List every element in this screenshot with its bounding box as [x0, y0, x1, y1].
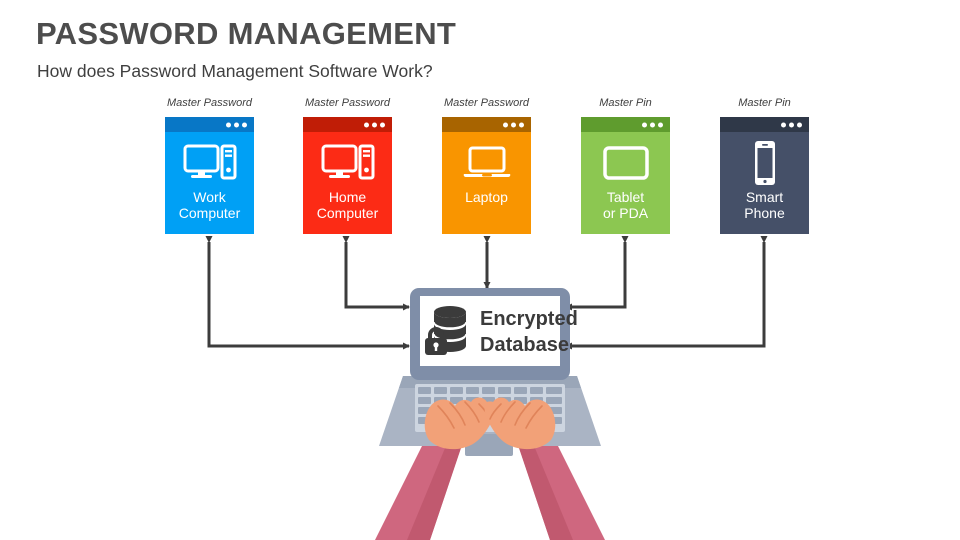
- device-caption: Master Password: [167, 97, 252, 109]
- page-title: PASSWORD MANAGEMENT: [36, 16, 457, 51]
- device-caption: Master Password: [305, 97, 390, 109]
- window-dots-icon: [226, 122, 247, 127]
- device-label: Tablet or PDA: [602, 189, 649, 221]
- desktop-computer-icon: [321, 141, 375, 185]
- device-card-frame: Smart Phone: [720, 117, 809, 234]
- card-titlebar: [303, 117, 392, 132]
- screen-text-line1: Encrypted: [480, 308, 578, 330]
- card-body: Laptop: [442, 132, 531, 234]
- device-card-home-computer[interactable]: Master Password: [303, 97, 392, 234]
- card-body: Tablet or PDA: [581, 132, 670, 234]
- window-dots-icon: [642, 122, 663, 127]
- device-card-work-computer[interactable]: Master Password: [165, 97, 254, 234]
- device-card-laptop[interactable]: Master Password Laptop: [442, 97, 531, 234]
- device-label: Smart Phone: [744, 189, 785, 221]
- window-dots-icon: [503, 122, 524, 127]
- device-card-frame: Laptop: [442, 117, 531, 234]
- device-label: Home Computer: [316, 189, 379, 221]
- laptop-icon: [462, 141, 512, 185]
- device-card-smart-phone[interactable]: Master Pin Smart Phone: [720, 97, 809, 234]
- device-card-tablet[interactable]: Master Pin Tablet or PDA: [581, 97, 670, 234]
- card-titlebar: [442, 117, 531, 132]
- laptop-with-hands-illustration: Encrypted Database: [375, 288, 605, 540]
- device-caption: Master Password: [444, 97, 529, 109]
- screen-text-line2: Database: [480, 334, 569, 356]
- window-dots-icon: [364, 122, 385, 127]
- card-body: Work Computer: [165, 132, 254, 234]
- hands-illustration: [424, 397, 556, 450]
- card-titlebar: [165, 117, 254, 132]
- device-card-frame: Work Computer: [165, 117, 254, 234]
- device-card-frame: Home Computer: [303, 117, 392, 234]
- card-titlebar: [581, 117, 670, 132]
- encrypted-database-content: Encrypted Database: [425, 306, 578, 356]
- desktop-computer-icon: [183, 141, 237, 185]
- card-body: Smart Phone: [720, 132, 809, 234]
- tablet-icon: [602, 141, 650, 185]
- device-caption: Master Pin: [738, 97, 791, 109]
- smartphone-icon: [750, 141, 780, 185]
- page-subtitle: How does Password Management Software Wo…: [37, 61, 433, 81]
- device-label: Work Computer: [178, 189, 241, 221]
- window-dots-icon: [781, 122, 802, 127]
- device-label: Laptop: [465, 189, 508, 205]
- card-body: Home Computer: [303, 132, 392, 234]
- device-caption: Master Pin: [599, 97, 652, 109]
- card-titlebar: [720, 117, 809, 132]
- device-card-frame: Tablet or PDA: [581, 117, 670, 234]
- database-lock-icon: [425, 306, 467, 355]
